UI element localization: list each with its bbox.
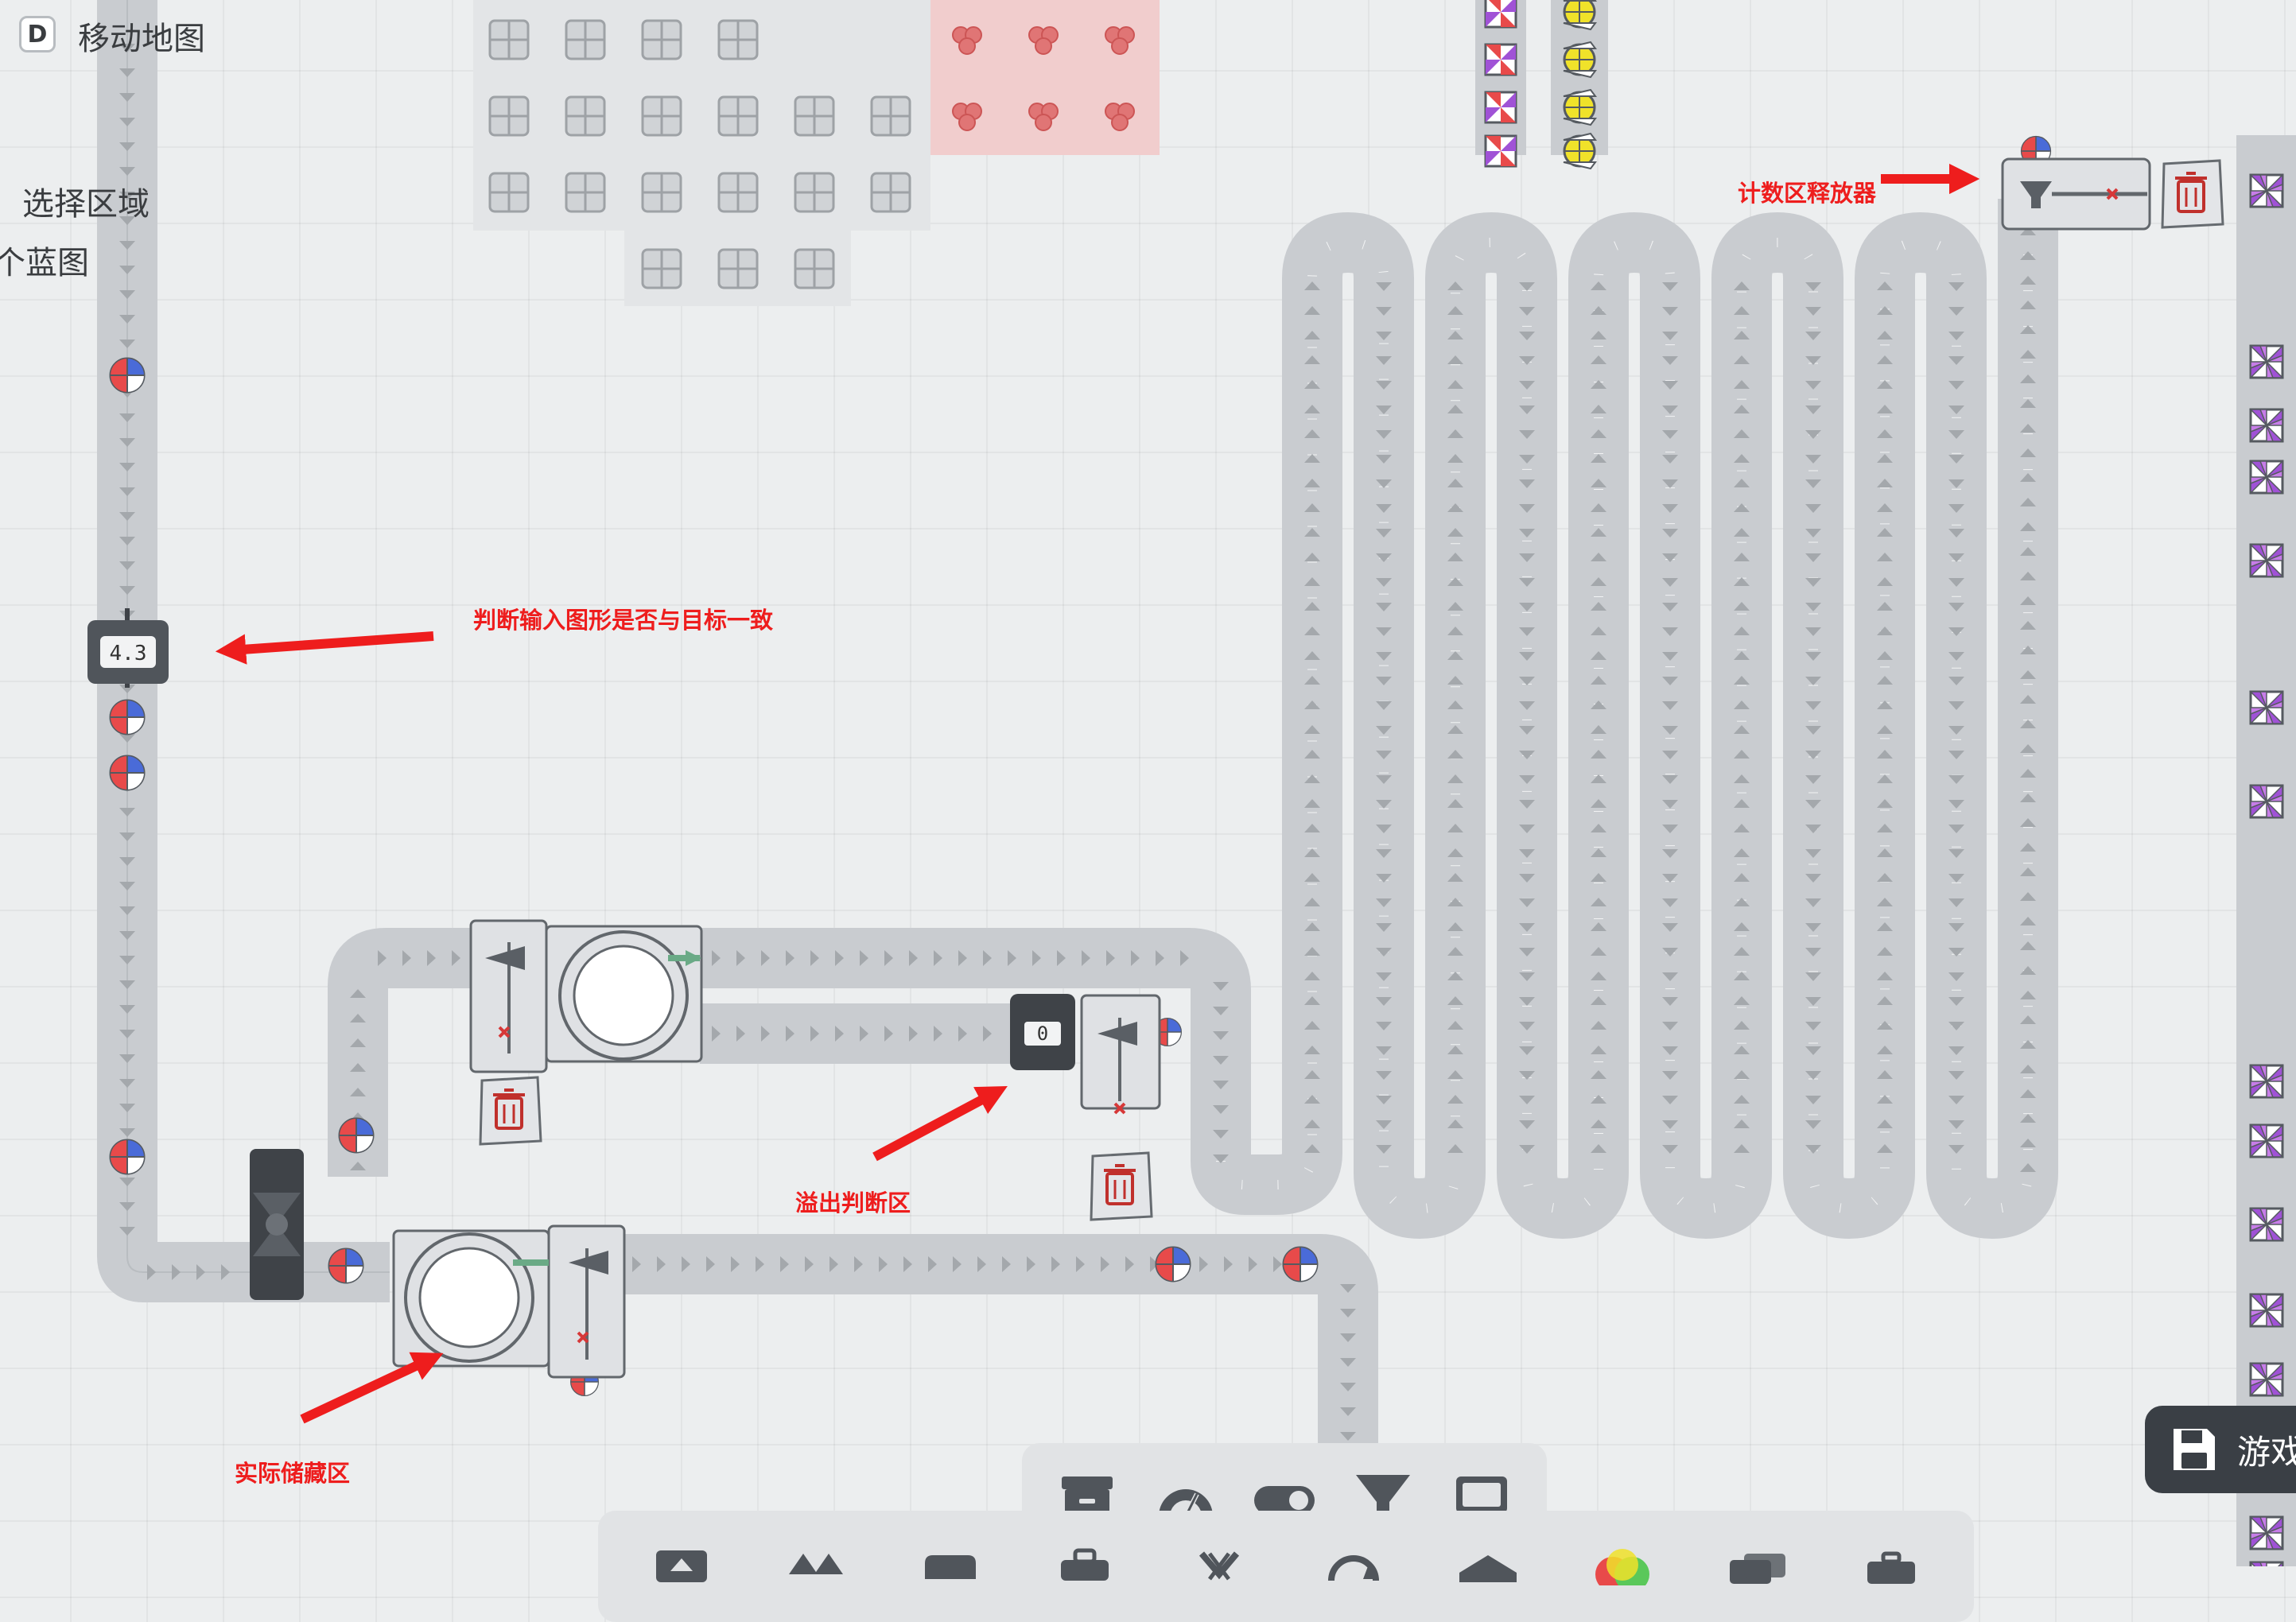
overflow-filter-unit[interactable]	[1080, 994, 1161, 1115]
stacker-icon[interactable]	[1450, 1514, 1526, 1590]
mixer-icon[interactable]	[1719, 1514, 1795, 1590]
belt-left[interactable]	[97, 0, 390, 1302]
hint-blueprint: 个蓝图	[0, 245, 89, 281]
storage-unit-lower[interactable]	[392, 1224, 626, 1379]
filter-icon[interactable]	[1345, 1462, 1421, 1539]
trash-icon[interactable]	[1853, 1514, 1929, 1590]
annotation-arrows	[215, 163, 1980, 1424]
cutter-icon[interactable]	[1181, 1514, 1257, 1590]
building-toolbar-main	[598, 1511, 1974, 1622]
throughput-value: 4.3	[110, 642, 147, 665]
annotation-actual-storage: 实际储藏区	[235, 1460, 351, 1487]
trash-bin-releaser[interactable]	[2161, 159, 2224, 229]
belt-serpentine[interactable]	[1191, 199, 2058, 1239]
hint-select-area: 选择区域	[22, 186, 150, 223]
tunnel-icon[interactable]	[912, 1514, 989, 1590]
annotation-counter-release: 计数区释放器	[1738, 180, 1877, 207]
rotator-icon[interactable]	[1315, 1514, 1392, 1590]
save-game-button[interactable]: 游戏	[2145, 1406, 2296, 1493]
toggle-icon[interactable]	[1246, 1462, 1323, 1539]
hint-move-map: 移动地图	[78, 21, 205, 57]
trash-bin-upper[interactable]	[479, 1076, 542, 1146]
trash-bin-overflow[interactable]	[1090, 1151, 1153, 1221]
throughput-sign[interactable]: 4.3	[87, 608, 169, 688]
annotation-overflow-judge: 溢出判断区	[795, 1189, 911, 1216]
key-d-badge: D	[19, 16, 56, 52]
belt-branch[interactable]	[328, 928, 477, 1177]
extractor-icon[interactable]	[1047, 1514, 1123, 1590]
painter-icon[interactable]	[1584, 1514, 1661, 1590]
counter-value: 0	[1037, 1022, 1048, 1045]
storage-unit-upper[interactable]	[469, 919, 703, 1073]
balancer-icon[interactable]	[778, 1514, 854, 1590]
annotation-judge-input: 判断输入图形是否与目标一致	[473, 607, 774, 634]
game-canvas[interactable]: 0 4.3	[0, 0, 2296, 1566]
storage-cells	[488, 19, 1135, 289]
save-game-label: 游戏	[2237, 1432, 2296, 1472]
save-icon	[2174, 1429, 2215, 1470]
counter-display[interactable]: 0	[1010, 994, 1075, 1070]
belt-icon[interactable]	[643, 1514, 720, 1590]
lane-splitter[interactable]	[250, 1149, 304, 1300]
counter-releaser[interactable]	[2001, 157, 2151, 231]
